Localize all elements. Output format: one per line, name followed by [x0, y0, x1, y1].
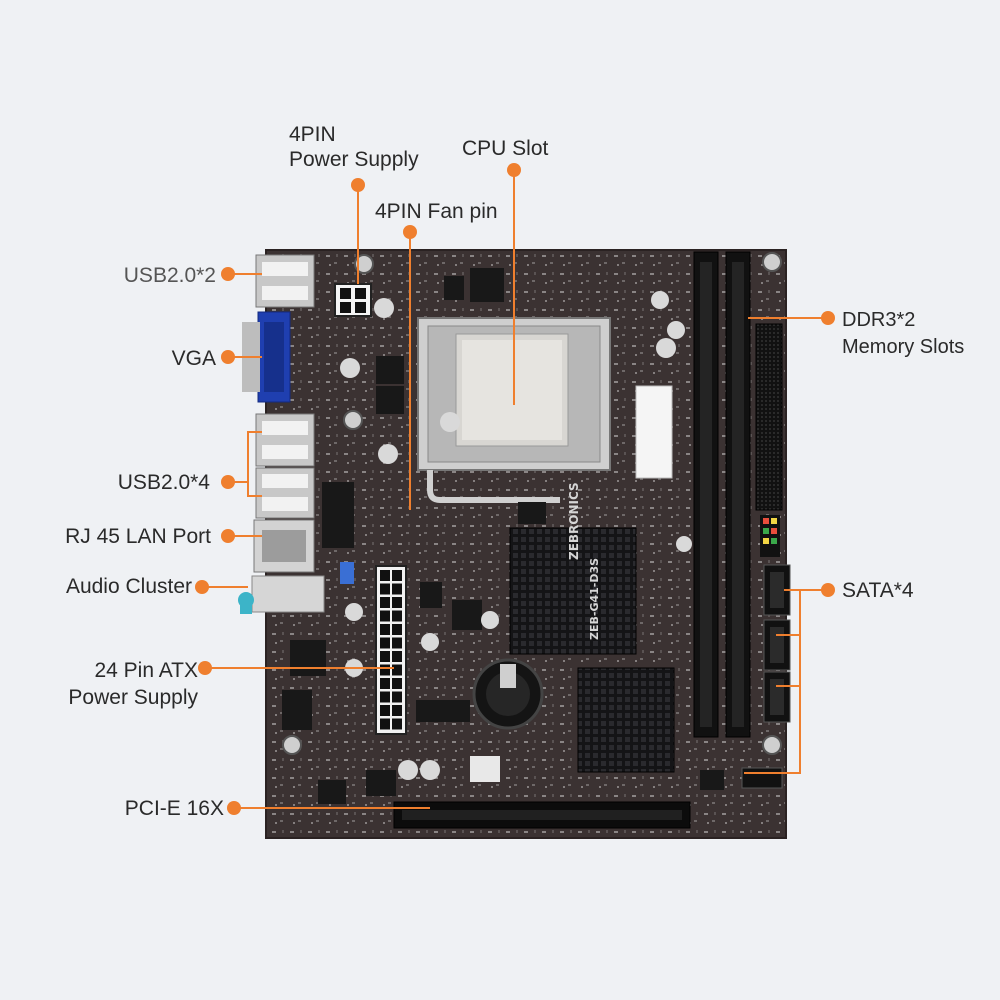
southbridge-heatsink	[577, 667, 675, 773]
atx-pin	[380, 637, 390, 649]
atx-pin	[380, 624, 390, 635]
pcie-16x-slot	[393, 801, 691, 829]
label-rj45: RJ 45 LAN Port	[65, 525, 211, 548]
label-sata: SATA*4	[842, 579, 914, 602]
atx-pin	[380, 705, 390, 716]
label-cpu-slot: CPU Slot	[462, 137, 549, 160]
rear-io	[238, 254, 325, 614]
board-brand: ZEBRONICS	[567, 482, 581, 560]
label-audio: Audio Cluster	[65, 575, 192, 598]
atx-pin	[380, 718, 390, 730]
label-power-4pin: 4PIN Power Supply	[289, 123, 419, 171]
callout-dots	[195, 163, 835, 815]
atx-pin	[380, 583, 390, 595]
ddr3-slots	[693, 251, 783, 738]
label-vga: VGA	[171, 347, 216, 370]
atx-pin	[380, 691, 390, 703]
cmos-battery	[472, 658, 544, 730]
atx-pin	[380, 664, 390, 676]
label-ddr3: DDR3*2 Memory Slots	[842, 309, 965, 358]
callout-lines	[204, 170, 828, 809]
atx-pin	[392, 624, 402, 635]
atx-pin	[392, 597, 402, 608]
atx-pin	[392, 570, 402, 581]
audio-jack-block	[251, 575, 325, 613]
atx-pin	[392, 583, 402, 595]
chipset-heatsink: ZEBRONICS ZEB-G41-D3S	[509, 482, 637, 655]
front-panel-header	[760, 515, 780, 557]
label-pcie-16x: PCI-E 16X	[124, 797, 224, 820]
atx-pin	[392, 718, 402, 730]
atx-pin	[392, 705, 402, 716]
label-usb2-x2: USB2.0*2	[123, 264, 216, 287]
label-sticker	[635, 385, 673, 479]
atx-pin	[392, 610, 402, 622]
atx-pin	[392, 651, 402, 662]
atx-pin	[380, 570, 390, 581]
label-fan-4pin: 4PIN Fan pin	[375, 200, 498, 223]
atx-24pin-connector	[375, 565, 407, 735]
label-usb2-x4: USB2.0*4	[117, 471, 210, 494]
power-4pin-connector	[334, 283, 372, 317]
atx-pin	[380, 597, 390, 608]
atx-pin	[392, 664, 402, 676]
atx-pin	[392, 678, 402, 689]
atx-pin	[380, 678, 390, 689]
mounting-holes	[282, 252, 782, 755]
atx-pin	[392, 691, 402, 703]
label-atx-24pin: 24 Pin ATX Power Supply	[68, 659, 198, 709]
atx-pin	[380, 651, 390, 662]
board-components	[282, 268, 724, 804]
board-model: ZEB-G41-D3S	[588, 558, 601, 640]
atx-pin	[392, 637, 402, 649]
atx-pin	[380, 610, 390, 622]
